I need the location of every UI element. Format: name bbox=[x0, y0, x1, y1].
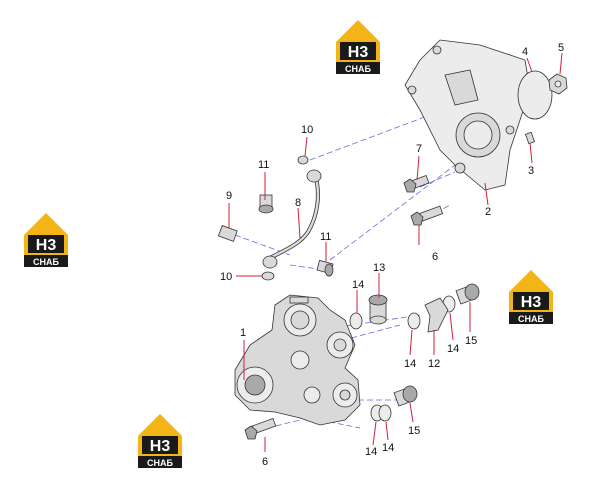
callout-4: 4 bbox=[522, 46, 528, 58]
part-11-banjo-bolt-lower bbox=[316, 259, 334, 277]
part-11-banjo-bolt-upper bbox=[258, 194, 274, 214]
part-13-plug bbox=[368, 294, 388, 325]
part-6-bolt-lower bbox=[244, 417, 277, 440]
part-14-ring-a bbox=[349, 312, 363, 330]
part-15-cap-upper bbox=[455, 283, 480, 305]
callout-10-lower: 10 bbox=[220, 271, 232, 283]
part-15-cap-lower bbox=[393, 385, 418, 407]
part-5-nut bbox=[548, 73, 568, 95]
svg-text:CHAБ: CHAБ bbox=[518, 314, 544, 324]
callout-2: 2 bbox=[485, 206, 491, 218]
callout-14-a: 14 bbox=[352, 279, 364, 291]
part-3-pin bbox=[524, 131, 536, 145]
part-10-washer-lower bbox=[261, 271, 275, 281]
callout-5: 5 bbox=[558, 42, 564, 54]
callout-13: 13 bbox=[373, 262, 385, 274]
callout-15-upper: 15 bbox=[465, 335, 477, 347]
watermark-logo: H3 CHAБ bbox=[24, 213, 68, 267]
part-9-fitting bbox=[217, 225, 238, 242]
part-14-ring-e bbox=[378, 404, 392, 422]
callout-14-e: 14 bbox=[382, 442, 394, 454]
watermark-logo: H3 CHAБ bbox=[509, 270, 553, 324]
svg-text:H3: H3 bbox=[150, 438, 171, 455]
callout-11-upper: 11 bbox=[258, 159, 269, 171]
watermark-logo: H3 CHAБ bbox=[336, 20, 380, 74]
svg-text:CHAБ: CHAБ bbox=[147, 458, 173, 468]
part-6-bolt-upper bbox=[410, 205, 444, 226]
callout-7: 7 bbox=[416, 143, 422, 155]
callout-9: 9 bbox=[226, 190, 232, 202]
callout-3: 3 bbox=[528, 165, 534, 177]
callout-6-upper: 6 bbox=[432, 251, 438, 263]
part-10-washer-upper bbox=[297, 155, 309, 165]
callout-14-b: 14 bbox=[404, 358, 416, 370]
svg-text:H3: H3 bbox=[521, 294, 542, 311]
leader-lines bbox=[228, 52, 563, 452]
callout-12: 12 bbox=[428, 358, 440, 370]
callout-15-lower: 15 bbox=[408, 425, 420, 437]
callout-labels: 1 2 3 4 5 6 6 7 8 9 10 10 11 11 12 13 14… bbox=[220, 42, 564, 468]
callout-11-lower: 11 bbox=[320, 231, 331, 243]
callout-6-lower: 6 bbox=[262, 456, 268, 468]
part-8-fuel-line bbox=[262, 169, 322, 269]
part-2-mounting-plate bbox=[404, 39, 531, 191]
callout-8: 8 bbox=[295, 197, 301, 209]
svg-text:CHAБ: CHAБ bbox=[345, 64, 371, 74]
svg-text:H3: H3 bbox=[36, 237, 57, 254]
part-14-ring-b bbox=[407, 312, 421, 330]
part-1-fuel-pump bbox=[234, 294, 361, 426]
callout-14-d: 14 bbox=[365, 446, 377, 458]
svg-text:CHAБ: CHAБ bbox=[33, 257, 59, 267]
svg-text:H3: H3 bbox=[348, 44, 369, 61]
part-12-fitting bbox=[424, 297, 449, 333]
part-4-gasket bbox=[517, 70, 553, 120]
callout-10-upper: 10 bbox=[301, 124, 313, 136]
part-7-bolt bbox=[403, 174, 430, 193]
watermark-logo: H3 CHAБ bbox=[138, 414, 182, 468]
callout-14-c: 14 bbox=[447, 343, 459, 355]
callout-1: 1 bbox=[240, 327, 246, 339]
